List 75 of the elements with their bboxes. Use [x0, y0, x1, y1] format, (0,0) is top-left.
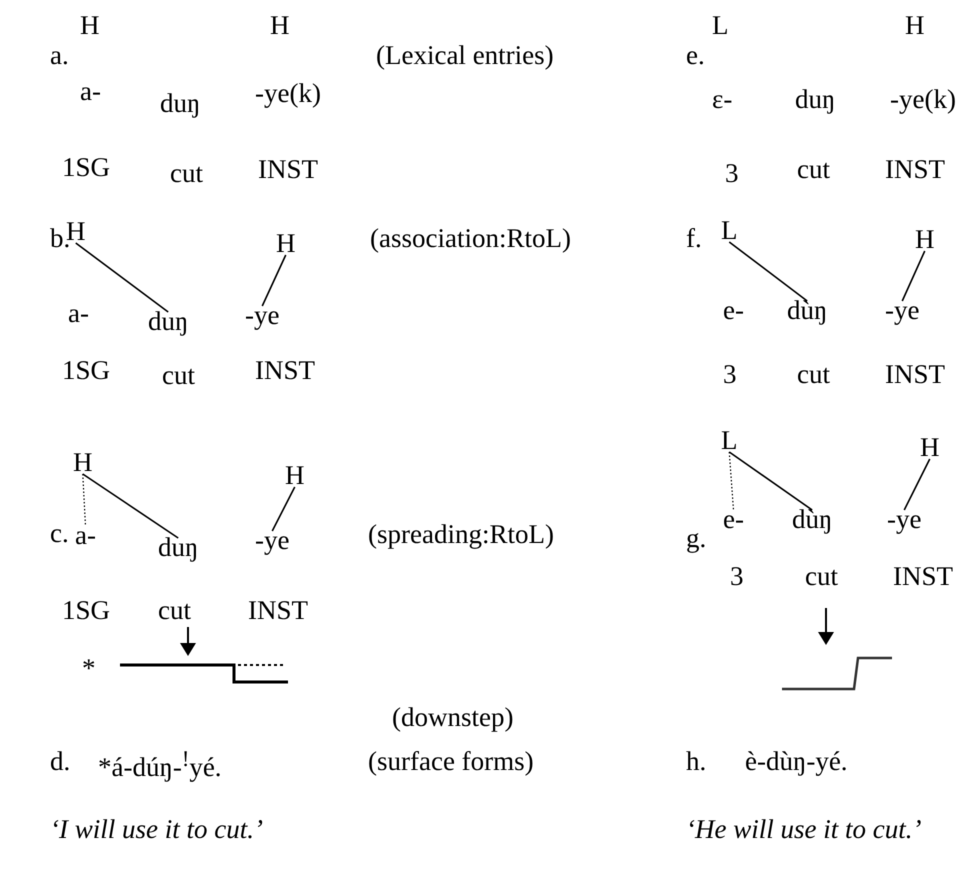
gloss-text: 3 — [730, 563, 744, 590]
association-line — [904, 458, 930, 510]
example-letter: f. — [686, 225, 702, 252]
segment-text: duŋ — [160, 90, 200, 117]
segment-text: duŋ — [158, 534, 198, 561]
tone-letter: H — [905, 12, 924, 39]
tone-letter: H — [915, 226, 934, 253]
gloss-text: 1SG — [62, 597, 110, 624]
annotation-text: (downstep) — [392, 704, 514, 731]
gloss-text: cut — [797, 156, 830, 183]
gloss-text: cut — [170, 160, 203, 187]
segment-text: duŋ — [795, 86, 836, 113]
gloss-text: INST — [258, 156, 318, 183]
segment-text: -ye — [245, 302, 280, 329]
translation-text: ‘He will use it to cut.’ — [686, 816, 922, 843]
annotation-text: (surface forms) — [368, 748, 534, 775]
segment-text: -ye(k) — [890, 86, 956, 113]
tone-letter: H — [920, 434, 940, 461]
gloss-text: cut — [162, 362, 195, 389]
segment-text: ɛ- — [712, 86, 732, 113]
tone-letter: H — [276, 230, 296, 257]
segment-text: e- — [723, 506, 744, 533]
gloss-text: cut — [158, 597, 191, 624]
example-letter: g. — [686, 525, 706, 552]
surface-form: è-dùŋ-yé. — [745, 748, 848, 775]
translation-text: ‘I will use it to cut.’ — [50, 816, 263, 843]
asterisk-mark: * — [82, 655, 96, 682]
segment-text: a- — [80, 78, 101, 105]
annotation-text: (spreading:RtoL) — [368, 521, 554, 548]
segment-text: -ye — [887, 506, 922, 533]
tone-letter: H — [66, 218, 86, 245]
example-letter: c. — [50, 520, 69, 547]
tone-letter: H — [80, 12, 100, 39]
example-letter: e. — [686, 42, 705, 69]
gloss-text: 1SG — [62, 154, 110, 181]
segment-text: a- — [75, 522, 96, 549]
gloss-text: 1SG — [62, 357, 110, 384]
example-letter: a. — [50, 42, 69, 69]
gloss-text: 3 — [725, 160, 738, 187]
example-letter: d. — [50, 748, 70, 775]
association-line — [902, 250, 926, 302]
tone-letter: L — [712, 12, 728, 39]
surface-form: *á-dúŋ-$^{!}$yé. — [98, 748, 222, 781]
gloss-text: INST — [885, 361, 945, 388]
tone-letter: L — [721, 217, 738, 244]
annotation-text: (Lexical entries) — [376, 42, 554, 69]
segment-text: dùŋ — [787, 297, 828, 324]
gloss-text: 3 — [723, 361, 736, 388]
dotted-association-line — [82, 474, 86, 526]
annotation-text: (association:RtoL) — [370, 225, 571, 252]
association-line — [728, 451, 813, 511]
tone-letter: H — [285, 462, 304, 489]
example-letter: h. — [686, 748, 706, 775]
tone-letter: H — [73, 449, 92, 476]
segment-text: -ye(k) — [255, 80, 321, 107]
gloss-text: INST — [248, 597, 308, 624]
segment-text: -ye — [885, 297, 920, 324]
gloss-text: cut — [797, 361, 830, 388]
dotted-association-line — [728, 452, 734, 510]
tone-letter: H — [270, 12, 290, 39]
association-line — [728, 241, 808, 302]
gloss-text: cut — [805, 563, 838, 590]
association-line — [272, 486, 296, 532]
segment-text: dùŋ — [792, 506, 832, 533]
segment-text: a- — [68, 300, 89, 327]
association-line — [262, 254, 286, 306]
segment-text: duŋ — [148, 308, 188, 335]
segment-text: -ye — [255, 527, 290, 554]
association-line — [82, 473, 179, 539]
gloss-text: INST — [255, 357, 315, 384]
gloss-text: INST — [893, 563, 953, 590]
gloss-text: INST — [885, 156, 945, 183]
tone-letter: L — [721, 427, 738, 454]
association-line — [75, 242, 169, 313]
segment-text: e- — [723, 297, 744, 324]
